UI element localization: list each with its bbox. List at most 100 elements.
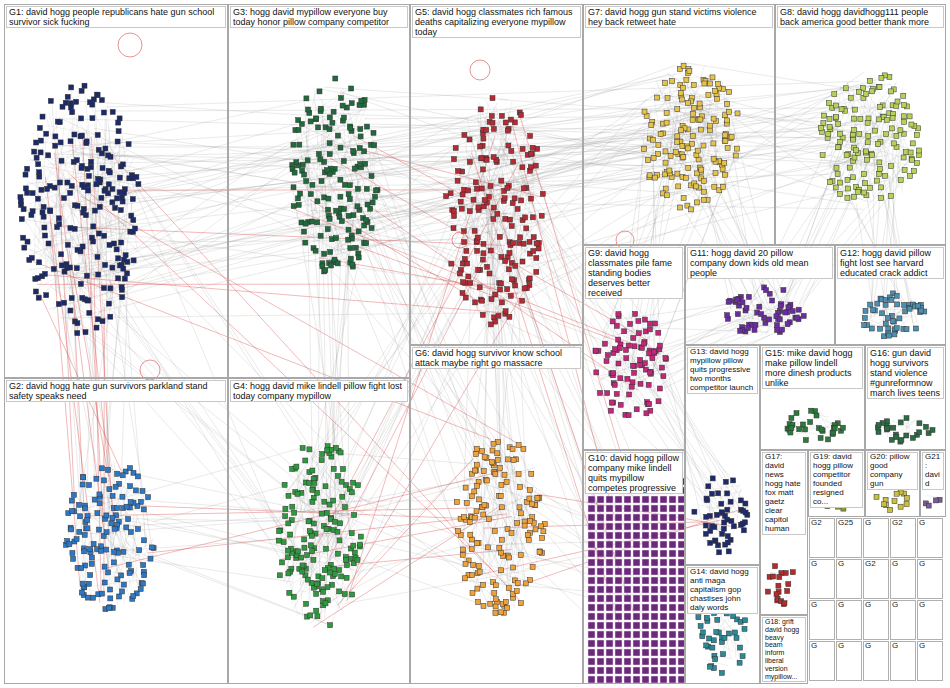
vertex — [467, 159, 472, 164]
vertex — [759, 312, 764, 317]
vertex — [714, 96, 719, 101]
vertex — [136, 182, 141, 187]
vertex — [513, 263, 518, 268]
network-link — [341, 173, 365, 178]
vertex — [58, 140, 63, 145]
network-link — [317, 141, 362, 249]
vertex — [891, 141, 896, 146]
vertex — [904, 327, 909, 332]
vertex — [593, 348, 598, 353]
vertex — [84, 273, 89, 278]
vertex — [126, 142, 131, 147]
vertex — [631, 363, 636, 368]
vertex — [713, 88, 718, 93]
vertex — [333, 76, 338, 81]
vertex — [836, 121, 841, 126]
vertex — [324, 168, 329, 173]
vertex — [53, 134, 58, 139]
network-link — [667, 75, 692, 88]
vertex — [781, 288, 786, 293]
vertex — [852, 128, 857, 133]
vertex — [291, 204, 296, 209]
vertex — [466, 188, 471, 193]
vertex — [625, 376, 630, 381]
vertex — [351, 213, 356, 218]
vertex — [712, 184, 717, 189]
network-link — [306, 90, 347, 129]
network-link — [62, 227, 505, 246]
vertex — [647, 173, 652, 178]
network-link — [338, 108, 366, 174]
vertex — [818, 125, 823, 130]
network-link — [614, 324, 645, 405]
network-link — [858, 105, 905, 190]
vertex — [348, 125, 353, 130]
vertex — [880, 311, 885, 316]
vertex — [711, 141, 716, 146]
vertex — [864, 92, 869, 97]
vertex — [627, 392, 632, 397]
network-link — [452, 151, 508, 202]
vertex — [828, 180, 833, 185]
vertex — [642, 341, 647, 346]
vertex — [895, 99, 900, 104]
network-link — [670, 105, 727, 137]
network-link — [836, 129, 900, 188]
vertex — [642, 109, 647, 114]
network-link — [877, 88, 903, 199]
vertex — [870, 89, 875, 94]
vertex — [491, 217, 496, 222]
vertex — [476, 267, 481, 272]
vertex — [40, 114, 45, 119]
vertex — [890, 116, 895, 121]
vertex — [867, 78, 872, 83]
network-link — [837, 138, 873, 169]
vertex — [453, 146, 458, 151]
vertex — [317, 89, 322, 94]
vertex — [479, 156, 484, 161]
network-link — [40, 137, 88, 187]
vertex — [907, 174, 912, 179]
vertex — [780, 327, 785, 332]
vertex — [675, 139, 680, 144]
network-link — [95, 103, 112, 568]
vertex — [65, 242, 70, 247]
network-link — [640, 133, 662, 196]
vertex — [862, 323, 867, 328]
network-link — [467, 228, 472, 249]
vertex — [647, 351, 652, 356]
vertex — [479, 186, 484, 191]
vertex — [499, 281, 504, 286]
vertex — [36, 162, 41, 167]
network-link — [331, 184, 364, 237]
network-link — [107, 81, 859, 107]
vertex — [304, 96, 309, 101]
vertex — [480, 298, 485, 303]
network-link — [792, 164, 916, 316]
vertex — [355, 186, 360, 191]
vertex — [90, 116, 95, 121]
network-link — [52, 135, 73, 221]
network-link — [42, 275, 502, 313]
vertex — [500, 300, 505, 305]
vertex — [94, 325, 99, 330]
vertex — [836, 145, 841, 150]
vertex — [507, 314, 512, 319]
vertex — [65, 94, 70, 99]
vertex — [734, 146, 739, 151]
vertex — [722, 160, 727, 165]
vertex — [89, 159, 94, 164]
vertex — [618, 376, 623, 381]
vertex — [48, 209, 53, 214]
network-link — [487, 178, 633, 612]
vertex — [679, 97, 684, 102]
vertex — [837, 131, 842, 136]
vertex — [479, 156, 484, 161]
vertex — [868, 302, 873, 307]
vertex — [657, 386, 662, 391]
vertex — [530, 215, 535, 220]
vertex — [624, 356, 629, 361]
network-link — [480, 222, 524, 282]
vertex — [490, 120, 495, 125]
vertex — [870, 153, 875, 158]
